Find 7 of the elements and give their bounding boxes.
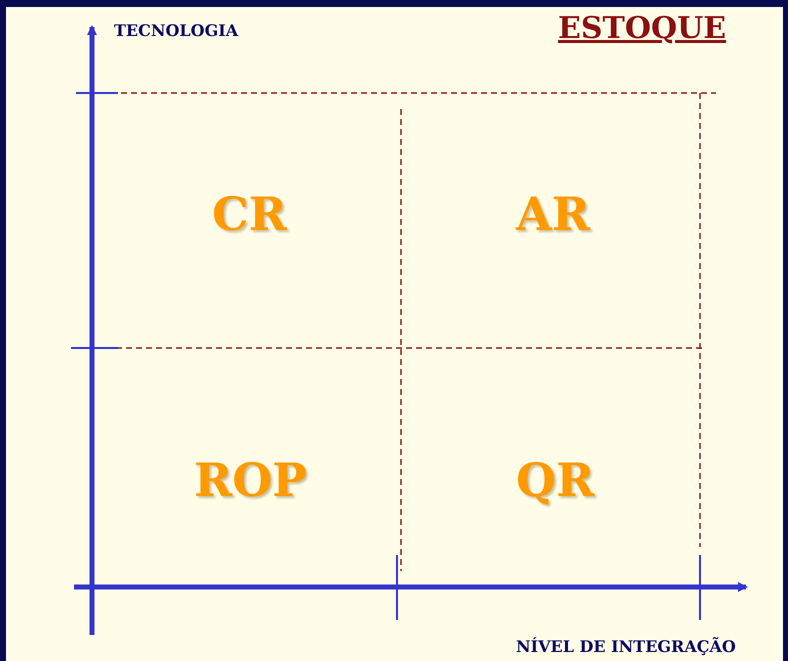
axis-title: NÍVEL DE INTEGRAÇÃO [516,637,736,656]
quadrant-label: AR [516,187,590,241]
axis-title: TECNOLOGIA [114,21,238,40]
chart-title: ESTOQUE [558,11,726,46]
quadrant-label: CR [212,187,287,241]
quadrant-label: ROP [194,453,307,507]
quadrant-label: QR [516,453,594,507]
